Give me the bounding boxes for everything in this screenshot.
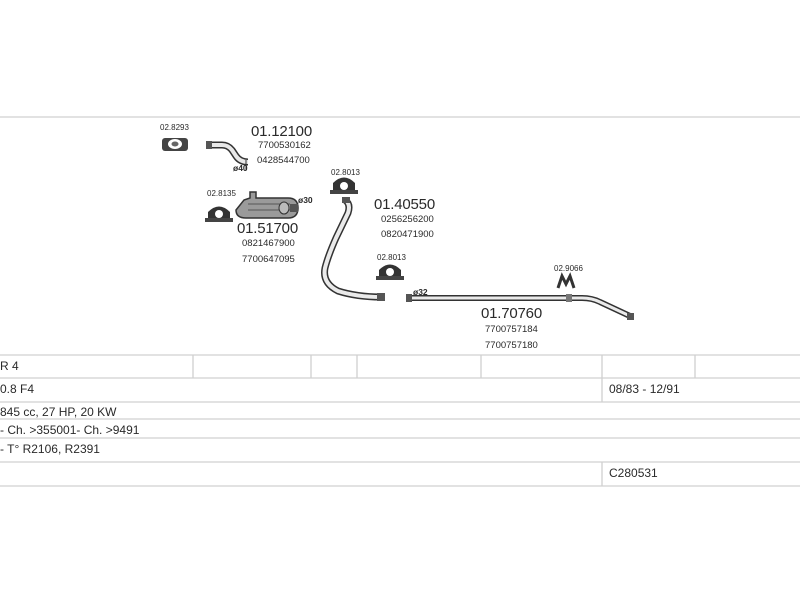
part-ref: 7700530162 [258,140,311,151]
part-code-02-8013: 02.8013 [331,168,360,177]
part-ref: 7700647095 [242,254,295,265]
part-code-02-8135: 02.8135 [207,189,236,198]
hanger-02-9066 [556,272,576,289]
part-code-02-8013: 02.8013 [377,253,406,262]
vehicle-specs: 845 cc, 27 HP, 20 KW [0,405,117,419]
vehicle-chassis: - Ch. >355001- Ch. >9491 [0,423,140,437]
muffler-01-51700 [235,191,299,219]
diameter-label: ø32 [413,287,428,297]
part-number-01-51700: 01.51700 [237,220,298,237]
part-number-01-12100: 01.12100 [251,123,312,140]
tailpipe-01-70760 [406,294,634,320]
front-pipe-01-12100 [206,141,249,170]
vehicle-period: 08/83 - 12/91 [609,382,680,396]
clamp-02-8135 [205,206,233,222]
part-number-01-70760: 01.70760 [481,305,542,322]
vehicle-type: - T° R2106, R2391 [0,442,100,456]
clamp-02-8013-lower [376,264,404,280]
part-ref: 0256256200 [381,214,434,225]
catalog-code: C280531 [609,466,658,480]
table-grid [0,116,800,487]
vehicle-engine: 0.8 F4 [0,382,35,396]
part-number-01-40550: 01.40550 [374,196,435,213]
vehicle-model: R 4 [0,359,19,373]
part-ref: 0428544700 [257,155,310,166]
part-ref: 0821467900 [242,238,295,249]
part-code-02-8293: 02.8293 [160,123,189,132]
intermediate-pipe-01-40550 [321,197,385,301]
diameter-label: ø40 [233,163,248,173]
gasket-02-8293 [162,138,188,151]
diameter-label: ø30 [298,195,313,205]
part-ref: 7700757180 [485,340,538,351]
part-code-02-9066: 02.9066 [554,264,583,273]
part-ref: 7700757184 [485,324,538,335]
part-ref: 0820471900 [381,229,434,240]
clamp-02-8013-top [330,177,358,194]
